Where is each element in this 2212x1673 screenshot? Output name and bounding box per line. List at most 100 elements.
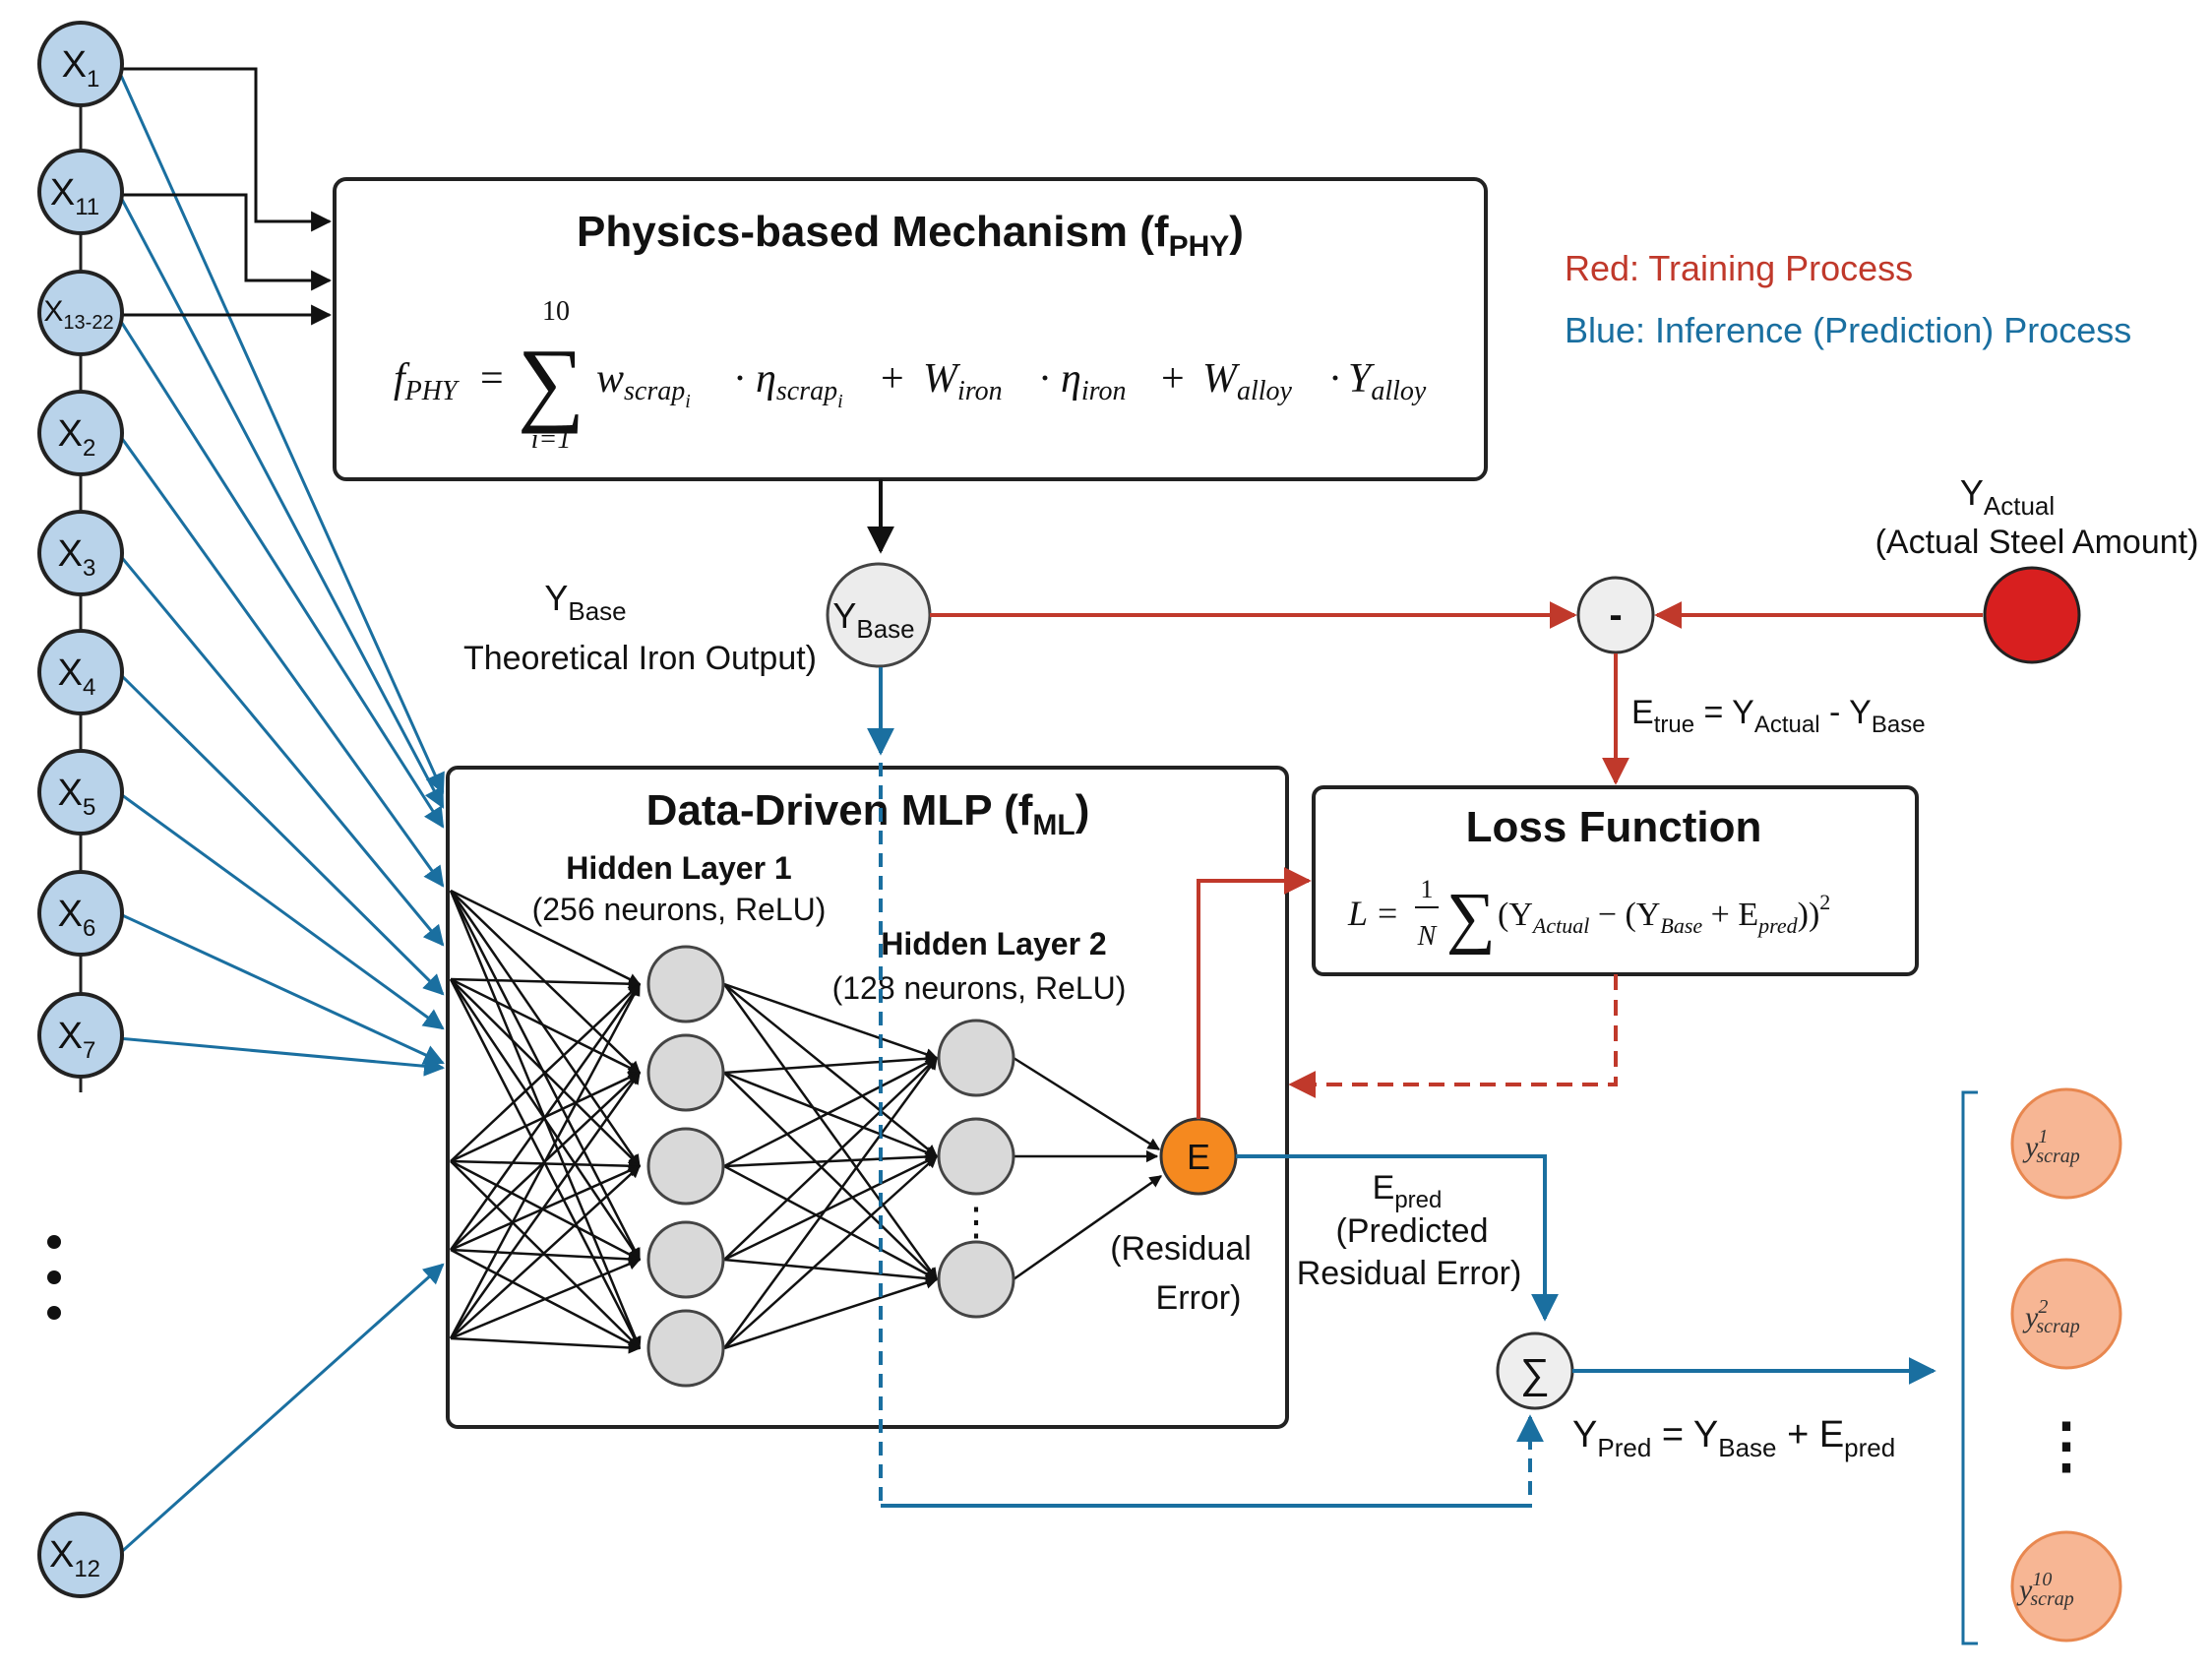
output-bracket <box>1961 1090 1978 1645</box>
physics-box <box>333 177 1488 481</box>
residual-to-loss-arrow <box>1197 867 1312 1119</box>
input-x4-node: X4 <box>37 629 124 715</box>
input-to-physics-connectors <box>116 67 333 326</box>
svg-text:X13-22: X13-22 <box>43 295 113 334</box>
residual-node: E <box>1159 1117 1238 1196</box>
input-x13-22-node: X13-22 <box>37 270 124 356</box>
svg-text:X12: X12 <box>49 1534 100 1582</box>
legend-red: Red: Training Process <box>1565 248 1913 288</box>
svg-text:L: L <box>1347 894 1368 933</box>
ybase-node: YBase <box>826 562 932 668</box>
svg-text:=: = <box>1378 894 1397 933</box>
hidden-layer-2-title: Hidden Layer 2 <box>881 926 1106 961</box>
ybase-label-text: Theoretical Iron Output) <box>463 640 817 677</box>
residual-to-sum-arrow <box>1236 1154 1559 1322</box>
svg-text:X6: X6 <box>58 894 96 942</box>
h1-neuron <box>646 1033 725 1112</box>
svg-text:1: 1 <box>1421 875 1434 903</box>
input-x1-node: X1 <box>37 21 124 107</box>
loss-feedback-arrow <box>1288 974 1618 1098</box>
svg-text:wscrapi: wscrapi <box>596 356 691 412</box>
svg-text:·: · <box>1038 356 1052 402</box>
svg-text:i=1: i=1 <box>531 424 572 455</box>
input-x7-node: X7 <box>37 992 124 1079</box>
yactual-label-text: (Actual Steel Amount) <box>1875 524 2199 561</box>
h2-neuron <box>937 1117 1015 1196</box>
h1-neuron <box>646 945 725 1023</box>
h1-neuron <box>646 1309 725 1388</box>
svg-text:Wiron: Wiron <box>923 356 1003 406</box>
svg-text:E: E <box>1187 1137 1210 1177</box>
minus-node: - <box>1576 576 1655 654</box>
svg-text:+: + <box>881 356 904 402</box>
svg-text:ηscrapi: ηscrapi <box>756 356 843 412</box>
yactual-label-symbol: YActual <box>1960 472 2055 521</box>
input-ellipsis <box>47 1235 61 1320</box>
svg-text:∑: ∑ <box>1446 880 1496 956</box>
input-x5-node: X5 <box>37 749 124 836</box>
svg-text:X2: X2 <box>58 413 96 462</box>
svg-text:ηiron: ηiron <box>1061 356 1126 406</box>
h1-neuron <box>646 1127 725 1206</box>
hidden-layer-2-ellipsis: ⋮ <box>956 1201 996 1244</box>
svg-text:∑: ∑ <box>1520 1350 1550 1396</box>
output-ellipsis: ⋮ <box>2036 1412 2097 1480</box>
sum-node: ∑ <box>1496 1332 1574 1410</box>
physics-title: Physics-based Mechanism (fPHY) <box>577 208 1244 263</box>
loss-formula: L = 1 N ∑ (YActual − (YBase + Epred))2 <box>1347 875 1830 956</box>
svg-text:=: = <box>480 356 504 402</box>
residual-label-1: (Residual <box>1110 1230 1252 1268</box>
hidden-layer-1-title: Hidden Layer 1 <box>566 850 791 886</box>
svg-text:·: · <box>1328 356 1342 402</box>
epred-label-2: Residual Error) <box>1297 1255 1522 1292</box>
epred-label-1: (Predicted <box>1336 1212 1489 1250</box>
input-x11-node: X11 <box>37 149 124 235</box>
input-x2-node: X2 <box>37 390 124 476</box>
svg-text:X3: X3 <box>58 533 96 582</box>
residual-label-2: Error) <box>1156 1279 1242 1317</box>
network-edges <box>449 889 1163 1354</box>
svg-text:10: 10 <box>542 296 570 327</box>
svg-text:Walloy: Walloy <box>1202 356 1293 406</box>
svg-text:-: - <box>1609 593 1622 637</box>
input-to-mlp-connectors <box>116 68 446 1557</box>
hidden-layer-1-neurons <box>646 945 725 1388</box>
svg-text:∑: ∑ <box>518 329 584 434</box>
physics-formula: fPHY = 10 ∑ i=1 wscrapi · ηscrapi + Wiro… <box>394 296 1427 455</box>
h2-neuron <box>937 1240 1015 1319</box>
svg-text:+: + <box>1161 356 1185 402</box>
svg-text:Yalloy: Yalloy <box>1348 356 1427 406</box>
svg-text:X5: X5 <box>58 773 96 821</box>
svg-text:(YActual − (YBase + Epred))2: (YActual − (YBase + Epred))2 <box>1498 890 1830 938</box>
hidden-layer-2-desc: (128 neurons, ReLU) <box>832 970 1127 1006</box>
ypred-formula: YPred = YBase + Epred <box>1572 1414 1895 1462</box>
yactual-node <box>1983 566 2081 664</box>
svg-text:X1: X1 <box>62 44 100 93</box>
h2-neuron <box>937 1019 1015 1097</box>
input-x6-node: X6 <box>37 870 124 957</box>
legend-blue: Blue: Inference (Prediction) Process <box>1565 310 2131 350</box>
svg-text:X4: X4 <box>58 652 96 701</box>
etrue-label: Etrue = YActual - YBase <box>1631 694 1926 738</box>
epred-symbol: Epred <box>1373 1169 1443 1213</box>
input-x3-node: X3 <box>37 510 124 596</box>
mlp-title: Data-Driven MLP (fML) <box>646 786 1090 841</box>
hidden-layer-1-desc: (256 neurons, ReLU) <box>532 892 827 927</box>
svg-text:X11: X11 <box>50 172 99 220</box>
loss-title: Loss Function <box>1466 803 1762 851</box>
svg-text:YBase: YBase <box>832 595 914 644</box>
ybase-label-symbol: YBase <box>544 578 626 626</box>
input-x12-node: X12 <box>37 1512 124 1598</box>
hidden-layer-2-neurons <box>937 1019 1015 1319</box>
svg-text:·: · <box>733 356 747 402</box>
svg-text:X7: X7 <box>58 1016 96 1064</box>
svg-text:N: N <box>1417 921 1438 952</box>
h1-neuron <box>646 1220 725 1299</box>
